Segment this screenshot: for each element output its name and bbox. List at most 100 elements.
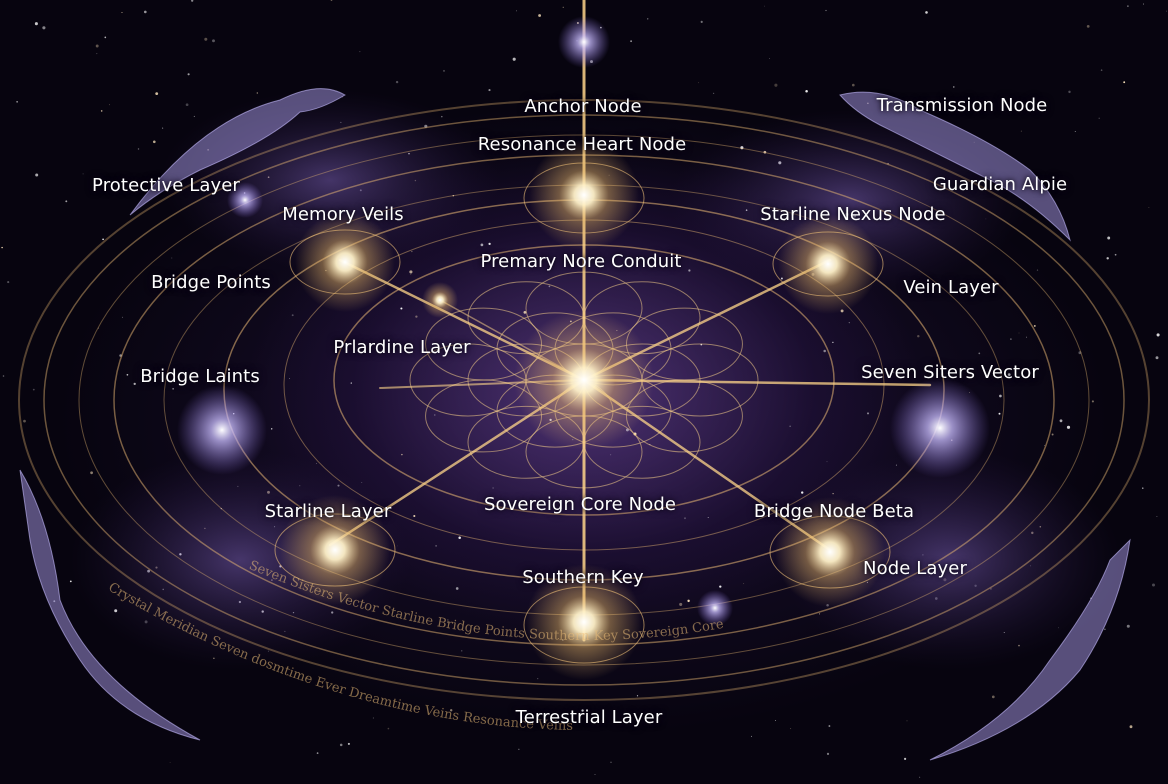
star: [492, 487, 494, 489]
star: [121, 11, 123, 14]
star: [171, 257, 173, 259]
star: [526, 578, 528, 581]
star: [413, 514, 416, 518]
star: [523, 311, 527, 314]
star: [904, 757, 907, 761]
star: [518, 748, 520, 750]
star: [395, 80, 399, 84]
label-node-layer: Node Layer: [863, 558, 967, 579]
star: [688, 269, 691, 272]
star: [1142, 487, 1144, 489]
star: [687, 599, 690, 603]
star: [832, 341, 834, 344]
star: [516, 10, 517, 12]
star: [372, 717, 374, 719]
star: [387, 727, 390, 730]
star: [537, 678, 539, 680]
star: [1156, 333, 1160, 337]
star: [684, 517, 686, 520]
star: [1078, 351, 1082, 355]
dragon-silhouettes: [19, 88, 1131, 761]
star: [316, 752, 319, 754]
star: [828, 725, 831, 727]
star: [256, 92, 258, 94]
star: [610, 761, 612, 763]
star: [1127, 5, 1129, 7]
star: [919, 776, 921, 778]
star: [450, 709, 453, 712]
star: [581, 709, 584, 712]
star: [892, 371, 895, 374]
star: [1036, 269, 1039, 271]
star: [594, 774, 596, 775]
star: [851, 83, 855, 87]
label-transmission-node: Transmission Node: [876, 95, 1048, 116]
star: [1051, 433, 1054, 436]
star: [562, 6, 564, 8]
star: [1059, 419, 1063, 423]
star: [999, 394, 1002, 398]
star: [1091, 400, 1094, 403]
star: [1068, 90, 1071, 94]
star: [32, 388, 35, 391]
star: [339, 743, 343, 747]
label-memory-veils: Memory Veils: [282, 204, 404, 225]
star: [90, 471, 93, 475]
star: [1032, 368, 1034, 370]
star: [700, 20, 703, 23]
nebula-clouds: [70, 90, 1120, 670]
star: [361, 482, 363, 483]
star: [98, 327, 100, 329]
star: [488, 242, 491, 246]
star: [133, 382, 136, 386]
star: [109, 104, 111, 106]
star: [826, 752, 830, 755]
star: [789, 425, 791, 427]
star: [1155, 356, 1159, 360]
star: [848, 322, 850, 324]
star: [1123, 81, 1126, 84]
label-southern-key: Southern Key: [522, 567, 644, 588]
star: [801, 491, 804, 494]
star: [1129, 725, 1133, 729]
label-anchor-node: Anchor Node: [524, 96, 642, 117]
star: [774, 83, 778, 87]
glowing-nodes: [177, 16, 990, 680]
star: [65, 200, 68, 203]
star: [998, 412, 1001, 415]
star: [409, 270, 413, 274]
star: [790, 728, 792, 730]
star: [7, 281, 10, 284]
star: [455, 587, 459, 590]
label-guardian-alpine: Guardian Alpie: [932, 174, 1068, 195]
star: [162, 127, 164, 129]
star: [172, 372, 175, 375]
star: [1143, 3, 1144, 5]
star: [751, 735, 752, 737]
star: [610, 454, 612, 456]
label-primary-node-conduit: Premary Nore Conduit: [480, 251, 682, 272]
star: [630, 40, 632, 43]
star: [805, 89, 808, 93]
star: [143, 10, 147, 14]
label-prlardine-layer: Prlardine Layer: [333, 337, 471, 358]
star: [1018, 332, 1020, 334]
star: [679, 602, 683, 606]
star: [1114, 253, 1117, 256]
star: [102, 238, 104, 241]
star: [1148, 207, 1150, 208]
star: [458, 536, 461, 539]
label-seven-sisters-vector: Seven Siters Vector: [861, 362, 1039, 383]
star: [289, 378, 290, 379]
star: [447, 619, 449, 621]
star: [415, 315, 418, 318]
star: [548, 285, 551, 288]
label-sovereign-core-node: Sovereign Core Node: [483, 494, 677, 515]
star: [34, 22, 38, 26]
star: [743, 583, 745, 585]
star: [96, 53, 98, 55]
star: [906, 720, 908, 722]
star: [1086, 25, 1090, 28]
star: [1098, 117, 1100, 119]
label-terrestrial-layer: Terrestrial Layer: [515, 707, 663, 728]
